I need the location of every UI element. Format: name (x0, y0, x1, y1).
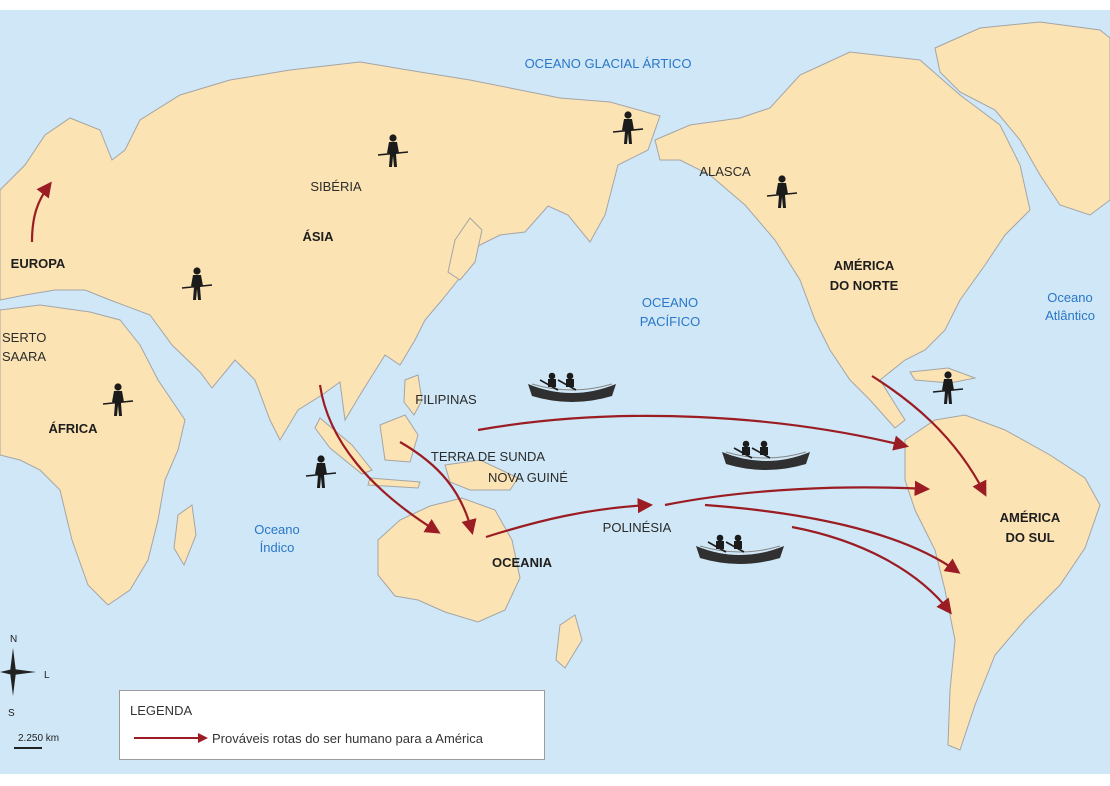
scale-label: 2.250 km (18, 733, 60, 744)
landmass-new-guinea (444, 459, 519, 491)
route-arrow-oceania-polinesia (485, 497, 654, 539)
route-arrow-europe (30, 181, 52, 243)
route-arrow-north-to-south-america (871, 375, 987, 497)
label-africa: ÁFRICA (48, 421, 98, 436)
label-america-sul-line2: DO SUL (1005, 530, 1054, 545)
landmass-australia (377, 497, 521, 623)
label-atlantic-ocean-line1: Oceano (1047, 290, 1093, 305)
landmass-eurasia (0, 61, 661, 442)
landmass-south-america (904, 414, 1101, 751)
label-polinesia: POLINÉSIA (603, 520, 672, 535)
route-arrow-asia-australia (318, 384, 441, 534)
compass-rose-icon: N L S (0, 634, 50, 718)
label-america-norte-line2: DO NORTE (830, 278, 899, 293)
label-terra-de-sunda: TERRA DE SUNDA (431, 449, 545, 464)
label-atlantic-ocean-line2: Atlântico (1045, 308, 1095, 323)
route-arrow-polinesia-america-2 (704, 503, 961, 574)
landmass-africa (0, 304, 186, 606)
label-alasca: ALASCA (699, 164, 751, 179)
route-arrow-sunda-oceania (399, 441, 477, 535)
route-arrow-icon (134, 733, 208, 743)
scale-bar (14, 747, 42, 749)
label-pacific-ocean-line2: PACÍFICO (640, 314, 700, 329)
label-pacific-ocean-line1: OCEANO (642, 295, 698, 310)
landmass-greenland (934, 21, 1110, 216)
legend-route-label: Prováveis rotas do ser humano para a Amé… (212, 731, 483, 746)
landmass-new-zealand (555, 614, 583, 669)
label-deserto-line2: SAARA (2, 349, 46, 364)
landmass-north-america (654, 51, 1031, 429)
compass-east: L (44, 670, 50, 681)
compass-south: S (8, 708, 15, 718)
landmass-cuba (909, 367, 977, 384)
landmass-madagascar (173, 504, 197, 567)
legend-box: LEGENDA Prováveis rotas do ser humano pa… (119, 690, 545, 760)
route-arrow-filipinas-america (477, 414, 909, 451)
routes (30, 181, 987, 615)
label-deserto-line1: SERTO (2, 330, 46, 345)
route-arrow-polinesia-america-3 (791, 525, 952, 615)
compass-north: N (10, 634, 17, 645)
label-europa: EUROPA (11, 256, 66, 271)
landmass-java (367, 477, 421, 489)
label-nova-guine: NOVA GUINÉ (488, 470, 568, 485)
label-indian-ocean-line2: Índico (260, 540, 295, 555)
label-asia: ÁSIA (302, 229, 334, 244)
label-oceania: OCEANIA (492, 555, 553, 570)
label-filipinas: FILIPINAS (415, 392, 477, 407)
landmass-philippines (403, 374, 423, 416)
label-america-norte-line1: AMÉRICA (834, 258, 895, 273)
label-siberia: SIBÉRIA (310, 179, 362, 194)
label-indian-ocean-line1: Oceano (254, 522, 300, 537)
landmass-borneo (379, 414, 419, 463)
label-america-sul-line1: AMÉRICA (1000, 510, 1061, 525)
landmass-japan (447, 217, 483, 281)
legend-title: LEGENDA (130, 703, 193, 718)
route-arrow-polinesia-america (664, 480, 931, 507)
label-arctic-ocean: OCEANO GLACIAL ÁRTICO (525, 56, 692, 71)
